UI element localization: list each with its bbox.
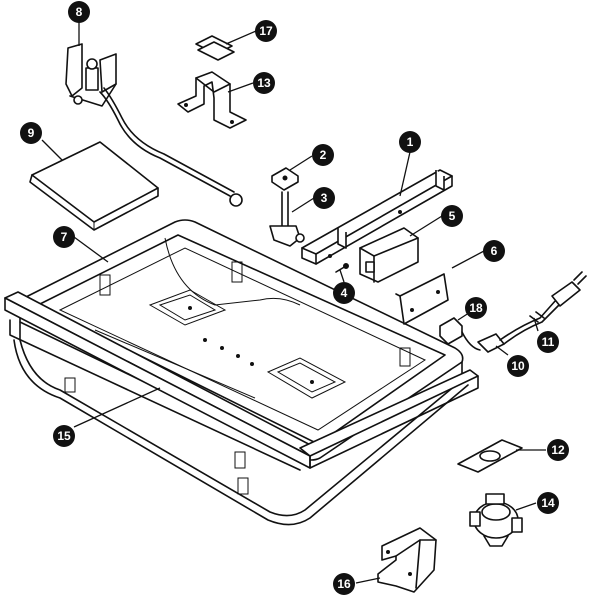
callout-label: 16 <box>337 577 351 591</box>
regulator-part <box>469 493 523 547</box>
callout-6: 6 <box>483 240 505 262</box>
callout-label: 9 <box>28 126 35 140</box>
callout-label: 17 <box>259 24 273 38</box>
clip-part <box>271 167 299 191</box>
leader-lines <box>41 20 546 584</box>
callout-label: 4 <box>341 286 348 300</box>
u-bracket-part <box>177 71 247 129</box>
callout-11: 11 <box>537 331 559 353</box>
callout-17: 17 <box>255 20 277 42</box>
callout-label: 3 <box>321 191 328 205</box>
callout-9: 9 <box>20 122 42 144</box>
callout-7: 7 <box>53 226 75 248</box>
callout-label: 6 <box>491 244 498 258</box>
callout-12: 12 <box>547 439 569 461</box>
callout-2: 2 <box>312 144 334 166</box>
callout-label: 1 <box>407 135 414 149</box>
power-cord-part <box>499 271 587 345</box>
manifold-rail-part <box>301 169 453 265</box>
callout-label: 2 <box>320 148 327 162</box>
callout-label: 15 <box>57 429 71 443</box>
callout-label: 13 <box>257 76 271 90</box>
callout-13: 13 <box>253 72 275 94</box>
orifice-part <box>269 191 305 247</box>
callout-1: 1 <box>399 131 421 153</box>
pad-part <box>195 35 235 61</box>
callout-8: 8 <box>68 1 90 23</box>
callout-10: 10 <box>507 355 529 377</box>
callout-15: 15 <box>53 425 75 447</box>
callout-4: 4 <box>333 282 355 304</box>
cover-plate-part <box>29 141 159 231</box>
callout-label: 18 <box>469 301 483 315</box>
callout-label: 14 <box>541 496 555 510</box>
callout-label: 10 <box>511 359 525 373</box>
control-module-part <box>359 227 419 283</box>
valve-bracket-part <box>65 43 243 207</box>
callout-18: 18 <box>465 297 487 319</box>
callout-label: 11 <box>542 335 555 349</box>
callout-label: 8 <box>76 5 83 19</box>
mounting-plate-part <box>395 273 449 325</box>
screw-part <box>335 263 349 273</box>
gasket-part <box>457 439 523 473</box>
callout-label: 7 <box>61 230 68 244</box>
callout-label: 5 <box>449 209 456 223</box>
callout-label: 12 <box>551 443 565 457</box>
callout-14: 14 <box>537 492 559 514</box>
callout-5: 5 <box>441 205 463 227</box>
callout-16: 16 <box>333 573 355 595</box>
front-trim-part <box>4 291 479 471</box>
wire-harness-part <box>439 317 505 353</box>
callout-3: 3 <box>313 187 335 209</box>
angle-bracket-part <box>377 527 437 593</box>
